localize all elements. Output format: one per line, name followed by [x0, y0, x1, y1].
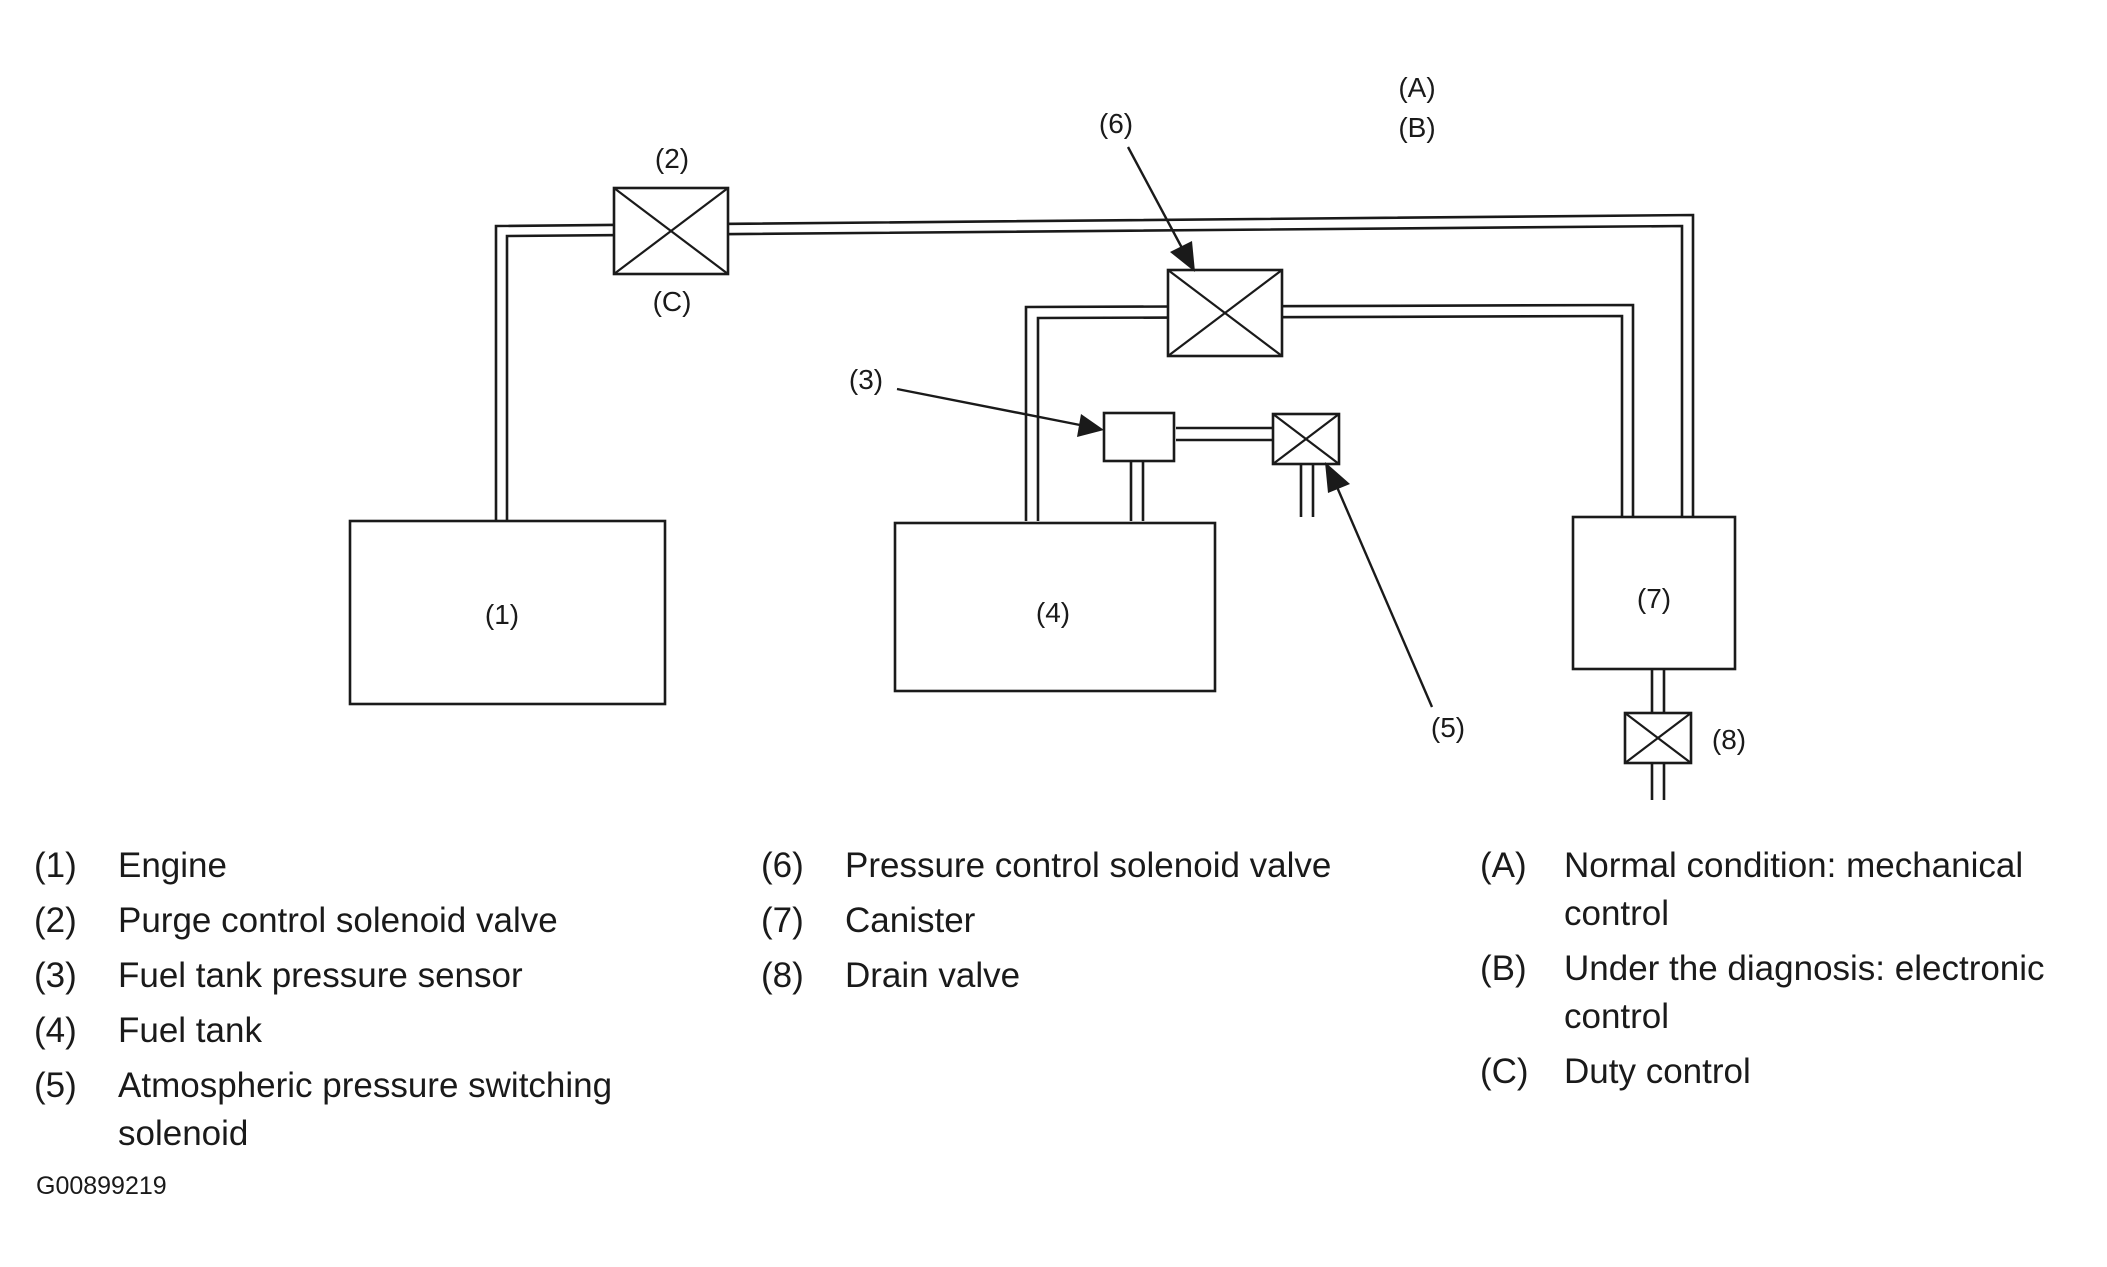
legend-column-2: (6) Pressure control solenoid valve (7) … — [761, 842, 1461, 1007]
legend-column-1: (1) Engine (2) Purge control solenoid va… — [34, 842, 734, 1165]
canister-label: (7) — [1637, 583, 1671, 614]
legend-text: Duty control — [1564, 1052, 1751, 1091]
legend-item: (3) Fuel tank pressure sensor — [34, 952, 734, 1000]
legend-number: (B) — [1480, 949, 1527, 988]
legend-number: (2) — [34, 901, 77, 940]
legend-text: Atmospheric pressure switching solenoid — [118, 1066, 613, 1153]
pipe-sensor-solenoid — [1176, 426, 1272, 442]
legend-text: Under the diagnosis: electronic control — [1564, 949, 2045, 1036]
legend-item: (2) Purge control solenoid valve — [34, 897, 734, 945]
purge-valve-label: (2) — [655, 143, 689, 174]
legend-column-3: (A) Normal condition: mechanical control… — [1480, 842, 2090, 1103]
legend-text: Canister — [845, 901, 976, 940]
legend-item: (1) Engine — [34, 842, 734, 890]
legend-item: (5) Atmospheric pressure switching solen… — [34, 1062, 734, 1158]
legend-number: (6) — [761, 846, 804, 885]
legend-item: (B) Under the diagnosis: electronic cont… — [1480, 945, 2090, 1041]
legend-text: Engine — [118, 846, 227, 885]
legend-number: (5) — [34, 1066, 77, 1105]
fuel-tank-label: (4) — [1036, 597, 1070, 628]
legend-text: Drain valve — [845, 956, 1021, 995]
evap-system-diagram: (1) (4) (7) (2) (C) (6) (3) (5) — [348, 72, 1746, 800]
pipe-solenoid-outlet — [1299, 463, 1315, 517]
legend-text: Normal condition: mechanical control — [1564, 846, 2024, 933]
legend-number: (4) — [34, 1011, 77, 1050]
mode-b-label: (B) — [1398, 112, 1435, 143]
canister-box: (7) — [1571, 515, 1737, 671]
engine-label: (1) — [485, 599, 519, 630]
pressure-valve-label: (6) — [1099, 108, 1133, 139]
legend-number: (C) — [1480, 1052, 1529, 1091]
legend-number: (7) — [761, 901, 804, 940]
legend-number: (1) — [34, 846, 77, 885]
legend-number: (A) — [1480, 846, 1527, 885]
duty-control-label: (C) — [653, 286, 692, 317]
legend-text: Fuel tank — [118, 1011, 262, 1050]
atmospheric-solenoid: (5) — [1271, 412, 1465, 743]
drain-valve-label: (8) — [1712, 724, 1746, 755]
purge-control-valve: (2) (C) — [612, 143, 730, 317]
pressure-control-valve: (6) — [1099, 108, 1284, 358]
legend-text: Pressure control solenoid valve — [845, 846, 1332, 885]
legend-item: (8) Drain valve — [761, 952, 1461, 1000]
legend-number: (3) — [34, 956, 77, 995]
atmospheric-solenoid-label: (5) — [1431, 712, 1465, 743]
pipe-engine-canister — [494, 213, 1695, 521]
legend-item: (6) Pressure control solenoid valve — [761, 842, 1461, 890]
pressure-sensor: (3) — [849, 364, 1176, 463]
legend-item: (7) Canister — [761, 897, 1461, 945]
pressure-sensor-label: (3) — [849, 364, 883, 395]
legend-text: Fuel tank pressure sensor — [118, 956, 523, 995]
legend-number: (8) — [761, 956, 804, 995]
mode-a-label: (A) — [1398, 72, 1435, 103]
figure-code: G00899219 — [36, 1172, 167, 1200]
engine-box: (1) — [348, 519, 667, 706]
drain-valve: (8) — [1623, 711, 1746, 765]
legend-item: (A) Normal condition: mechanical control — [1480, 842, 2090, 938]
legend-item: (C) Duty control — [1480, 1048, 2090, 1096]
legend-item: (4) Fuel tank — [34, 1007, 734, 1055]
pipe-sensor-tank — [1129, 459, 1145, 521]
fuel-tank-box: (4) — [893, 521, 1217, 693]
legend-text: Purge control solenoid valve — [118, 901, 558, 940]
